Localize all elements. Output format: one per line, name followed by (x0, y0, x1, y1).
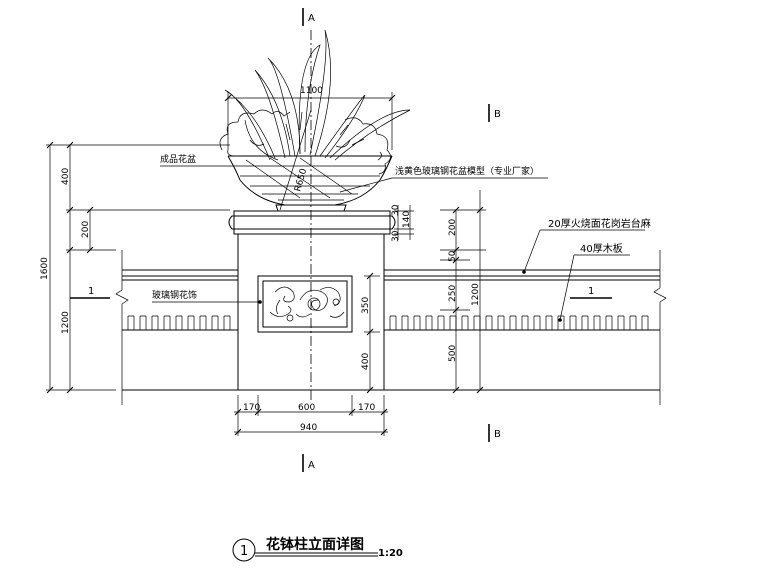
middle-dimensions: 350 400 (361, 272, 380, 394)
dim-b-600: 600 (298, 403, 315, 413)
bottom-dimensions: 170 600 170 940 (234, 395, 388, 436)
right-baluster-row (389, 315, 649, 330)
label-granite-cap: 20厚火烧面花岗岩台麻 (522, 217, 651, 274)
wood-board-text: 40厚木板 (580, 242, 623, 255)
left-wall (115, 250, 238, 405)
section-marker-b-top: B (488, 104, 501, 122)
planter-bowl (227, 155, 393, 212)
section-cut-1-left: 1 (70, 286, 110, 299)
section-1-left-label: 1 (88, 286, 94, 297)
dim-r-200: 200 (448, 219, 458, 236)
section-b-top-label: B (494, 109, 501, 120)
section-cut-1-right: 1 (570, 286, 612, 299)
dim-r-500: 500 (448, 345, 458, 362)
dim-r-50: 50 (448, 250, 458, 262)
dim-350: 350 (361, 297, 371, 314)
label-grp-planter: 浅黄色玻璃钢花盆模型（专业厂家） (339, 165, 548, 193)
left-dimensions: 400 200 1600 1200 (40, 141, 230, 394)
top-dimension-1100: 1100 (224, 86, 396, 150)
section-a-bottom-label: A (308, 460, 315, 471)
dim-r-250: 250 (448, 285, 458, 302)
ornament-panel (257, 275, 353, 333)
dim-r650: R650 (293, 167, 309, 193)
section-marker-a-bottom: A (302, 454, 315, 472)
title-number: 1 (240, 544, 248, 559)
dim-left-1200: 1200 (61, 311, 71, 334)
grp-ornament-text: 玻璃钢花饰 (152, 289, 197, 301)
right-wall (384, 250, 667, 405)
dim-cap-140: 140 (402, 211, 412, 228)
dim-1100: 1100 (300, 86, 323, 96)
dim-b-940: 940 (300, 423, 317, 433)
label-wood-board: 40厚木板 (558, 242, 630, 322)
dim-cap-30b: 30 (391, 230, 401, 242)
dim-left-1600: 1600 (40, 257, 50, 280)
label-grp-ornament: 玻璃钢花饰 (152, 289, 262, 304)
finished-planter-text: 成品花盆 (160, 153, 196, 165)
section-1-right-label: 1 (588, 286, 594, 297)
dim-r-1200: 1200 (471, 283, 481, 306)
section-marker-b-bottom: B (488, 424, 501, 442)
left-baluster-row (127, 315, 231, 330)
dim-left-200: 200 (81, 221, 91, 238)
dim-b-170b: 170 (358, 403, 375, 413)
section-a-top-label: A (308, 13, 315, 24)
cap-dimensions: 30 140 30 (391, 204, 414, 242)
dim-cap-30a: 30 (391, 204, 401, 216)
title-scale: 1:20 (378, 548, 403, 559)
right-dimensions: 200 50 250 500 1200 (440, 190, 486, 394)
granite-cap-text: 20厚火烧面花岗岩台麻 (548, 217, 651, 230)
column-body (237, 233, 385, 391)
dim-400: 400 (361, 353, 371, 370)
section-marker-a-top: A (302, 8, 315, 26)
title-text: 花钵柱立面详图 (266, 536, 364, 553)
grp-planter-text: 浅黄色玻璃钢花盆模型（专业厂家） (395, 165, 539, 177)
section-b-bottom-label: B (494, 429, 501, 440)
column-cap (228, 210, 396, 235)
drawing-title: 1 花钵柱立面详图 1:20 (232, 536, 403, 562)
label-finished-planter: 成品花盆 (160, 153, 236, 167)
plant-foliage (219, 29, 411, 175)
dim-left-400: 400 (61, 168, 71, 185)
dim-b-170a: 170 (243, 403, 260, 413)
